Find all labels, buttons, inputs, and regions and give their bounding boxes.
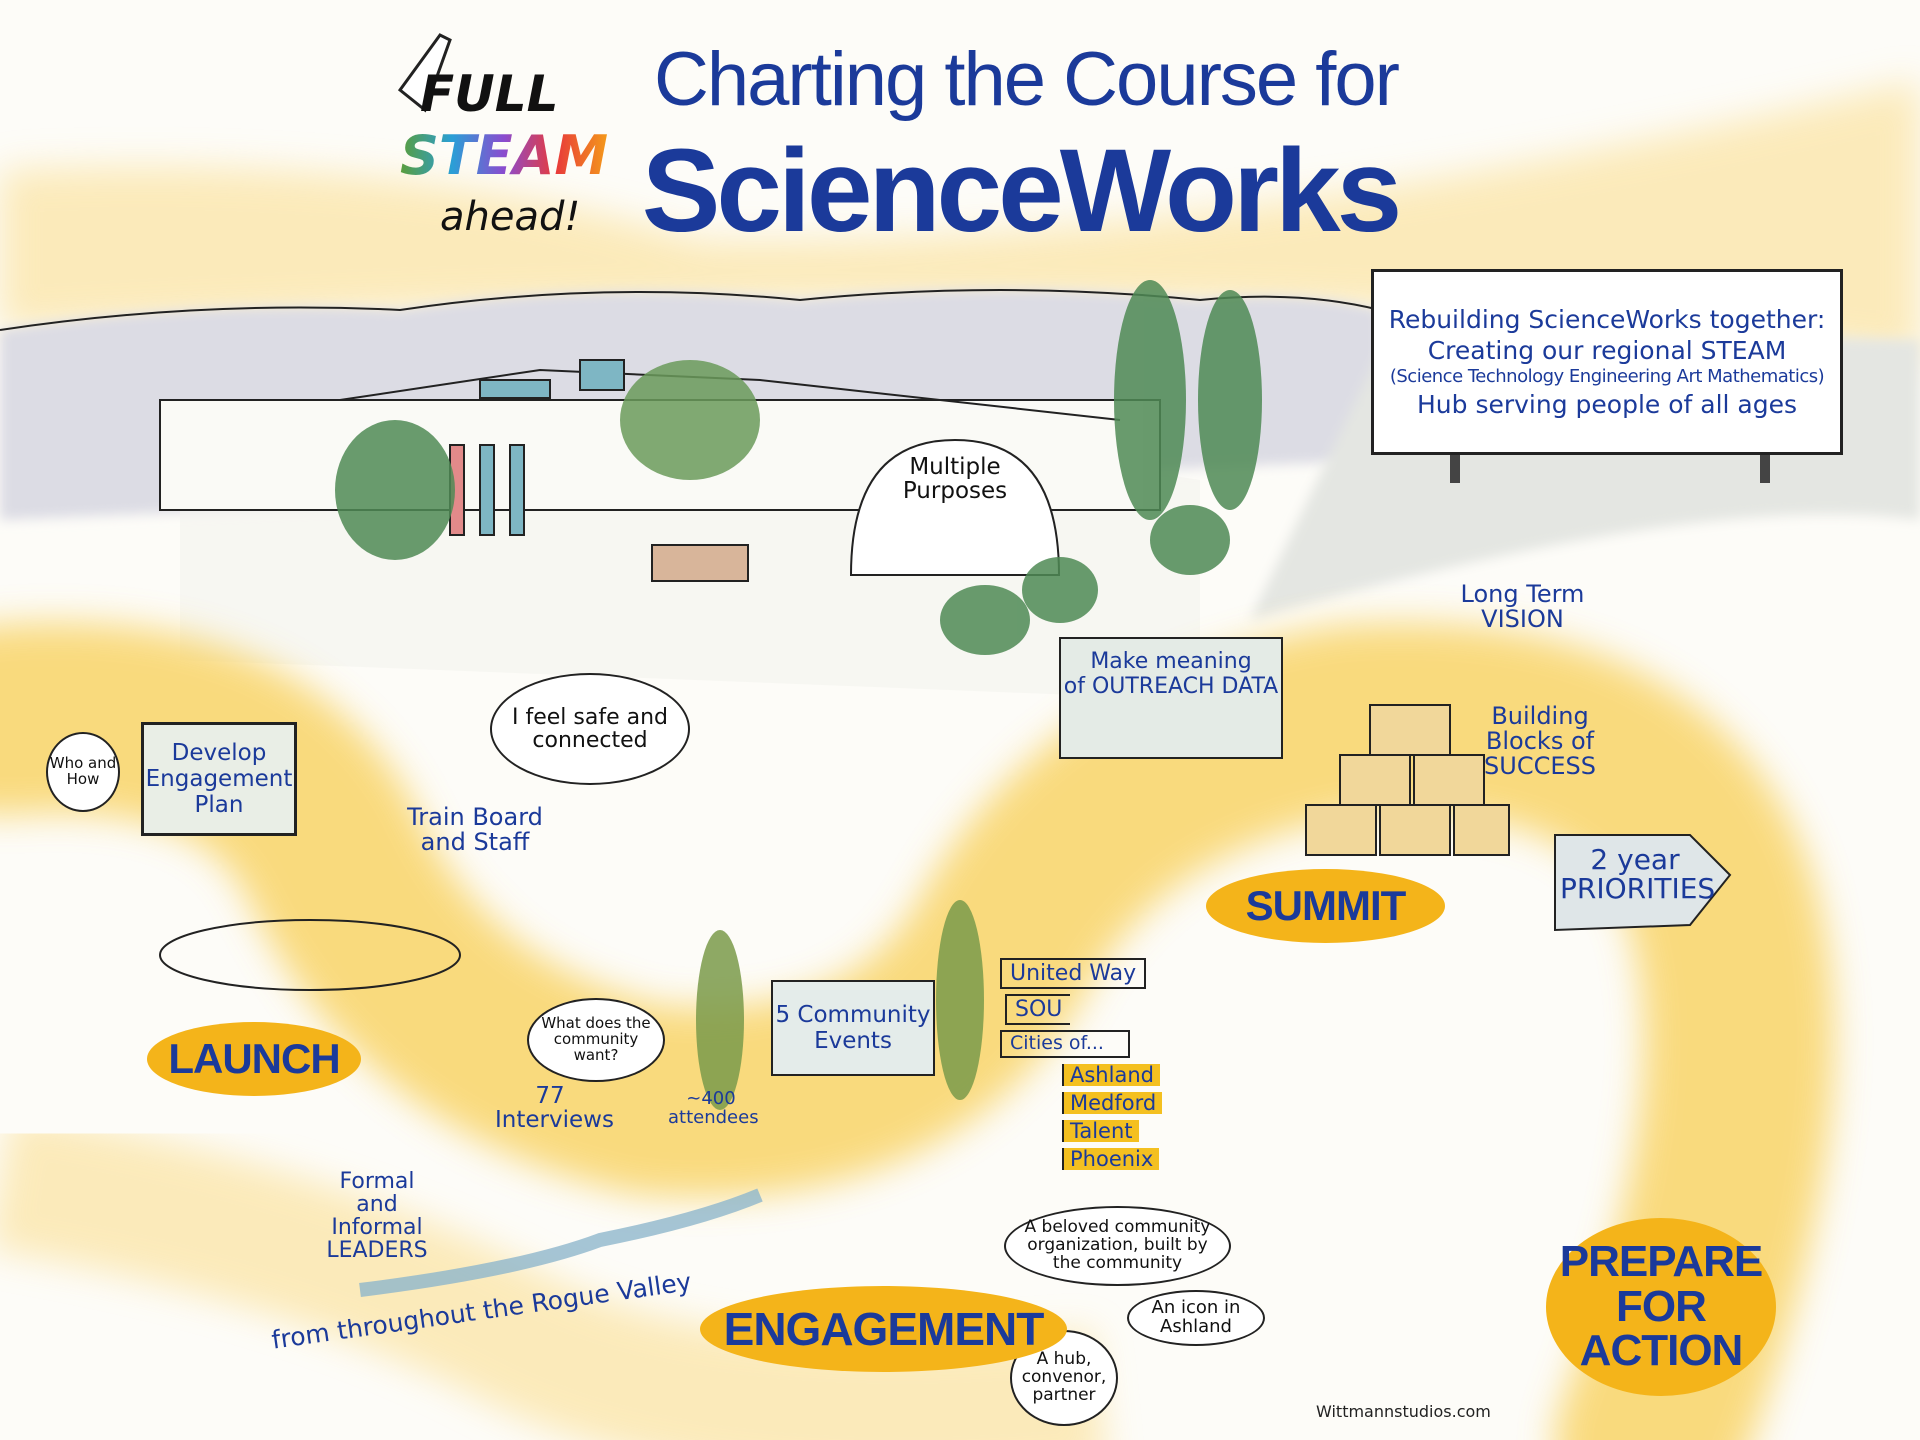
prepare-line3: ACTION — [1579, 1326, 1744, 1376]
billboard-line: Creating our regional STEAM — [1427, 336, 1787, 366]
attendees-count: ~400 attendees — [668, 1088, 759, 1128]
logo-ahead: ahead! — [440, 194, 581, 240]
stage-launch: LAUNCH — [147, 1022, 361, 1096]
speech-bubble-who-how: Who and How — [46, 732, 120, 812]
credit-text: Wittmannstudios.com — [1316, 1402, 1491, 1421]
long-term-vision: Long Term VISION — [1460, 580, 1585, 634]
building-blocks-label: Building Blocks of SUCCESS — [1484, 702, 1596, 781]
page-title-line1: Charting the Course for — [654, 37, 1400, 122]
logo-steam: STEAM — [400, 124, 609, 187]
logo-full: FULL — [420, 65, 559, 123]
rocket-icon — [397, 33, 452, 113]
city-label: Talent — [1062, 1120, 1139, 1142]
arrow-icon — [1554, 834, 1732, 932]
interviews-count: 77 Interviews — [495, 1083, 614, 1134]
stage-prepare-for-action: PREPARE FOR ACTION — [1546, 1218, 1776, 1396]
outreach-data-line2: of OUTREACH DATA — [1063, 674, 1279, 699]
city-label: Phoenix — [1062, 1148, 1160, 1170]
stage-engagement: ENGAGEMENT — [700, 1286, 1067, 1372]
hill-outline — [0, 289, 1381, 331]
engagement-plan-text: Develop Engagement Plan — [145, 740, 293, 818]
building-blocks-pyramid — [1305, 704, 1510, 856]
planter — [651, 544, 749, 582]
speech-bubble-safe: I feel safe and connected — [490, 673, 690, 785]
city-label: Ashland — [1062, 1064, 1160, 1086]
billboard-line: (Science Technology Engineering Art Math… — [1389, 366, 1825, 388]
partner-sign: Cities of... — [1000, 1030, 1130, 1058]
speech-bubble-icon: An icon in Ashland — [1127, 1290, 1265, 1346]
journey-path — [0, 622, 1834, 1440]
community-events-banner: 5 Community Events — [771, 980, 935, 1076]
prepare-line1: PREPARE — [1559, 1236, 1763, 1286]
city-label: Medford — [1062, 1092, 1163, 1114]
speech-bubble-beloved: A beloved community organization, built … — [1004, 1206, 1231, 1286]
river — [359, 1188, 763, 1297]
two-year-priorities: 2 year PRIORITIES — [1560, 843, 1716, 906]
bottom-wash — [0, 1110, 1104, 1440]
train-board-staff: Train Board and Staff — [407, 803, 543, 857]
speech-bubble-community-want: What does the community want? — [527, 998, 665, 1082]
outreach-data-board: Make meaning of OUTREACH DATA — [1059, 637, 1283, 759]
dome-icon — [849, 438, 1061, 576]
billboard-post — [1450, 453, 1460, 483]
leaders-label: Formal and Informal LEADERS — [326, 1169, 428, 1264]
dome-label: Multiple Purposes — [902, 454, 1008, 505]
stage-summit: SUMMIT — [1206, 869, 1445, 943]
engagement-plan-board: Develop Engagement Plan — [141, 722, 297, 836]
trees — [335, 280, 1262, 1110]
meeting-table — [159, 919, 461, 991]
partner-sign: United Way — [1000, 958, 1147, 990]
outreach-data-line1: Make meaning — [1090, 649, 1252, 674]
community-events-text: 5 Community Events — [775, 1002, 931, 1054]
billboard-line: Hub serving people of all ages — [1416, 389, 1798, 419]
page-title-line2: ScienceWorks — [641, 125, 1403, 257]
partner-sign: SOU — [1005, 994, 1071, 1026]
billboard-line: Rebuilding ScienceWorks together: — [1388, 304, 1826, 334]
vision-billboard: Rebuilding ScienceWorks together: Creati… — [1371, 269, 1843, 455]
billboard-post — [1760, 453, 1770, 483]
prepare-line2: FOR — [1616, 1281, 1707, 1331]
